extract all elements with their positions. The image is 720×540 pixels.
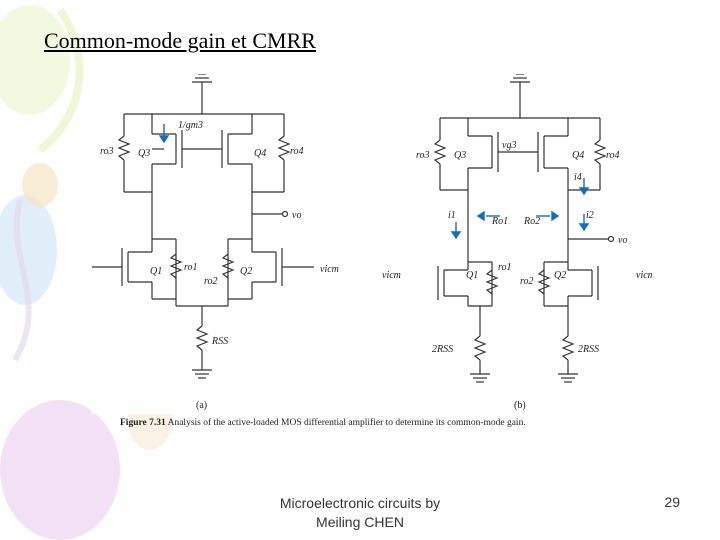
label-ro2-a: ro2 — [204, 276, 218, 287]
label-rss-right-b: 2RSS — [578, 344, 599, 355]
label-q4-a: Q4 — [254, 148, 266, 159]
label-vg3-b: vg3 — [502, 140, 516, 151]
label-q4-b: Q4 — [572, 150, 584, 161]
label-i2-b: i2 — [586, 210, 594, 221]
label-vicm-right-a: vicm — [320, 264, 339, 275]
label-vicm-right-b: vicm — [636, 270, 652, 281]
label-vicm-left-b: vicm — [382, 270, 401, 281]
label-i1-b: i1 — [448, 210, 456, 221]
label-q1-b: Q1 — [466, 270, 478, 281]
label-ro3-b: ro3 — [416, 150, 430, 161]
footer-credit: Microelectronic circuits by Meiling CHEN — [255, 494, 465, 532]
panel-b-label: (b) — [514, 400, 526, 411]
circuit-figure: 1/gm3 ro3 Q3 Q4 ro4 vo vicm Q1 ro1 ro2 Q… — [92, 74, 652, 414]
label-q2-b: Q2 — [554, 270, 566, 281]
label-rss-a: RSS — [211, 336, 228, 347]
label-Ro2-b: Ro2 — [523, 216, 540, 227]
label-q1-a: Q1 — [150, 266, 162, 277]
panel-a-label: (a) — [196, 400, 207, 411]
figure-caption-label: Figure 7.31 — [120, 418, 166, 428]
label-rss-left-b: 2RSS — [432, 344, 453, 355]
label-vo-b: vo — [618, 235, 627, 246]
footer-line-1: Microelectronic circuits by — [279, 495, 441, 511]
page-number: 29 — [664, 494, 680, 510]
circuit-diagram: 1/gm3 ro3 Q3 Q4 ro4 vo vicm Q1 ro1 ro2 Q… — [92, 74, 652, 411]
label-ro4-b: ro4 — [606, 150, 620, 161]
label-vo-a: vo — [292, 210, 301, 221]
label-q3-b: Q3 — [454, 150, 466, 161]
label-q3-a: Q3 — [138, 148, 150, 159]
label-Ro1-b: Ro1 — [491, 216, 508, 227]
slide-title: Common-mode gain et CMRR — [44, 28, 316, 53]
label-gm3: 1/gm3 — [178, 120, 203, 131]
label-i4-b: i4 — [574, 172, 582, 183]
label-ro1-b: ro1 — [498, 262, 512, 273]
footer-line-2: Meiling CHEN — [316, 514, 404, 530]
label-ro3-a: ro3 — [100, 146, 114, 157]
figure-caption: Figure 7.31 Analysis of the active-loade… — [120, 418, 640, 428]
label-ro2-b: ro2 — [520, 276, 534, 287]
label-ro1-a: ro1 — [184, 262, 198, 273]
label-ro4-a: ro4 — [290, 146, 304, 157]
figure-caption-text: Analysis of the active-loaded MOS differ… — [167, 418, 526, 428]
label-q2-a: Q2 — [240, 266, 252, 277]
